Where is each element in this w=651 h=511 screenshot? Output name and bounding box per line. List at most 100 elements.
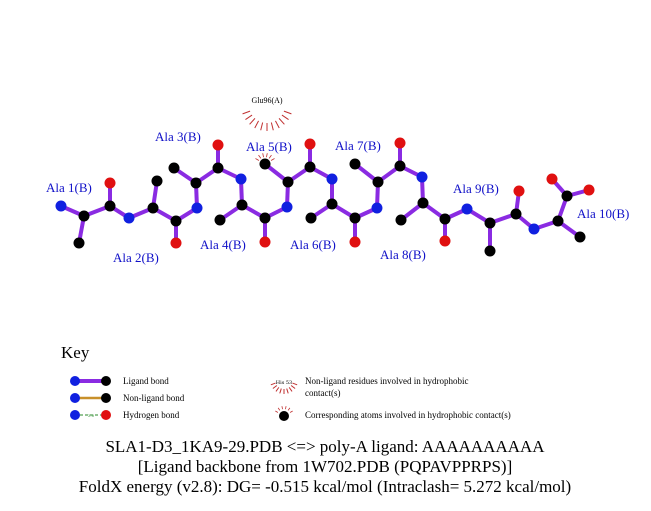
key-hydrophobic-spoke [272, 385, 278, 389]
key-atom-spoke [281, 406, 283, 410]
svg-text:Corresponding atoms involved i: Corresponding atoms involved in hydropho… [305, 410, 511, 420]
residue-label-5: Ala 5(B) [246, 139, 292, 154]
hydrophobic-contact-spoke [260, 122, 264, 131]
hydrophobic-atom-spoke [268, 154, 272, 159]
oxygen-atom [394, 137, 406, 149]
residue-label-10: Ala 10(B) [577, 206, 629, 221]
key-hydrogen-bond: 3.0 Hydrogen bond [70, 410, 180, 420]
hydrophobic-atom-spoke [270, 158, 275, 161]
nitrogen-atom [191, 202, 203, 214]
carbon-atom [304, 161, 316, 173]
key-atom-spoke [277, 407, 281, 411]
carbon-atom [574, 231, 586, 243]
carbon-atom [78, 210, 90, 222]
carbon-atom [214, 214, 226, 226]
hydrophobic-atom-spoke [258, 154, 262, 159]
carbon-atom [73, 237, 85, 249]
key-hydrophobic-spoke [288, 387, 293, 392]
key-hydrophobic-spoke [292, 382, 298, 386]
key-atom-spoke [287, 407, 291, 411]
carbon-atom [417, 197, 429, 209]
nitrogen-atom [55, 200, 67, 212]
oxygen-atom [170, 237, 182, 249]
nitrogen-atom [123, 212, 135, 224]
residue-label-2: Ala 2(B) [113, 250, 159, 265]
oxygen-atom [212, 139, 224, 151]
carbon-atom [190, 177, 202, 189]
svg-text:contact(s): contact(s) [305, 388, 340, 398]
nitrogen-atom [461, 203, 473, 215]
carbon-atom [484, 217, 496, 229]
oxygen-atom [546, 173, 558, 185]
key-atom-spoke [275, 410, 279, 413]
key-hydrophobic-residue: His 53 Non-ligand residues involved in h… [270, 376, 468, 398]
nitrogen-atom [528, 223, 540, 235]
oxygen-atom [104, 177, 116, 189]
residue-label-1: Ala 1(B) [46, 180, 92, 195]
ligand-atoms [55, 137, 595, 257]
nitrogen-atom [326, 173, 338, 185]
svg-text:3.0: 3.0 [88, 413, 95, 418]
hydrophobic-atom-spoke [255, 158, 260, 161]
key-nonligand-bond: Non-ligand bond [70, 393, 185, 403]
caption-line-1: SLA1-D3_1KA9-29.PDB <=> poly-A ligand: A… [105, 437, 545, 456]
residue-label-7: Ala 7(B) [335, 138, 381, 153]
hydrophobic-contact-spoke [278, 118, 285, 125]
key-ligand-bond: Ligand bond [70, 376, 169, 386]
hydrophobic-contact-spoke [283, 110, 292, 115]
oxygen-atom [439, 235, 451, 247]
carbon-atom [212, 162, 224, 174]
nitrogen-atom [371, 202, 383, 214]
carbon-atom [151, 175, 163, 187]
hydrophobic-contact-spoke [270, 122, 274, 131]
residue-label-4: Ala 4(B) [200, 237, 246, 252]
key-atom-spoke [285, 406, 287, 410]
carbon-atom [305, 212, 317, 224]
hydrophobic-atom-spoke [266, 153, 268, 158]
carbon-atom [349, 158, 361, 170]
residue-label-3: Ala 3(B) [155, 129, 201, 144]
hydrophobic-contact-spoke [249, 118, 256, 125]
svg-text:Non-ligand residues involved i: Non-ligand residues involved in hydropho… [305, 376, 468, 386]
hydrophobic-contact-spoke [281, 114, 289, 120]
oxygen-atom [259, 236, 271, 248]
hydrophobic-contact-spoke [245, 114, 253, 120]
carbon-atom [439, 213, 451, 225]
oxygen-atom [583, 184, 595, 196]
carbon-atom [395, 214, 407, 226]
carbon-atom [104, 200, 116, 212]
svg-text:His 53: His 53 [276, 380, 292, 386]
carbon-atom [561, 190, 573, 202]
carbon-atom [552, 215, 564, 227]
carbon-atom [259, 158, 271, 170]
key-hydrophobic-atom: Corresponding atoms involved in hydropho… [275, 406, 511, 421]
nitrogen-atom [416, 171, 428, 183]
key-hydrophobic-spoke [275, 387, 280, 392]
carbon-atom [147, 202, 159, 214]
caption-line-3: FoldX energy (v2.8): DG= -0.515 kcal/mol… [79, 477, 571, 496]
carbon-atom [349, 212, 361, 224]
carbon-atom [236, 199, 248, 211]
carbon-atom [282, 176, 294, 188]
nitrogen-atom [235, 173, 247, 185]
key-hydrophobic-spoke [290, 385, 296, 389]
key-title: Key [61, 343, 90, 362]
hydrophobic-residue-label: Glu96(A) [251, 96, 282, 105]
hydrophobic-contact-spoke [275, 120, 280, 129]
oxygen-atom [349, 236, 361, 248]
svg-text:Non-ligand bond: Non-ligand bond [123, 393, 185, 403]
residue-label-6: Ala 6(B) [290, 237, 336, 252]
carbon-atom [326, 198, 338, 210]
carbon-atom [372, 176, 384, 188]
key-hydrophobic-spoke [286, 388, 289, 394]
residue-label-8: Ala 8(B) [380, 247, 426, 262]
carbon-atom [484, 245, 496, 257]
carbon-atom [170, 215, 182, 227]
caption-line-2: [Ligand backbone from 1W702.PDB (PQPAVPP… [138, 457, 513, 476]
svg-text:Ligand bond: Ligand bond [123, 376, 169, 386]
nitrogen-atom [281, 201, 293, 213]
key-hydrophobic-spoke [279, 388, 282, 394]
carbon-atom [168, 162, 180, 174]
ligand-bonds [60, 143, 590, 251]
